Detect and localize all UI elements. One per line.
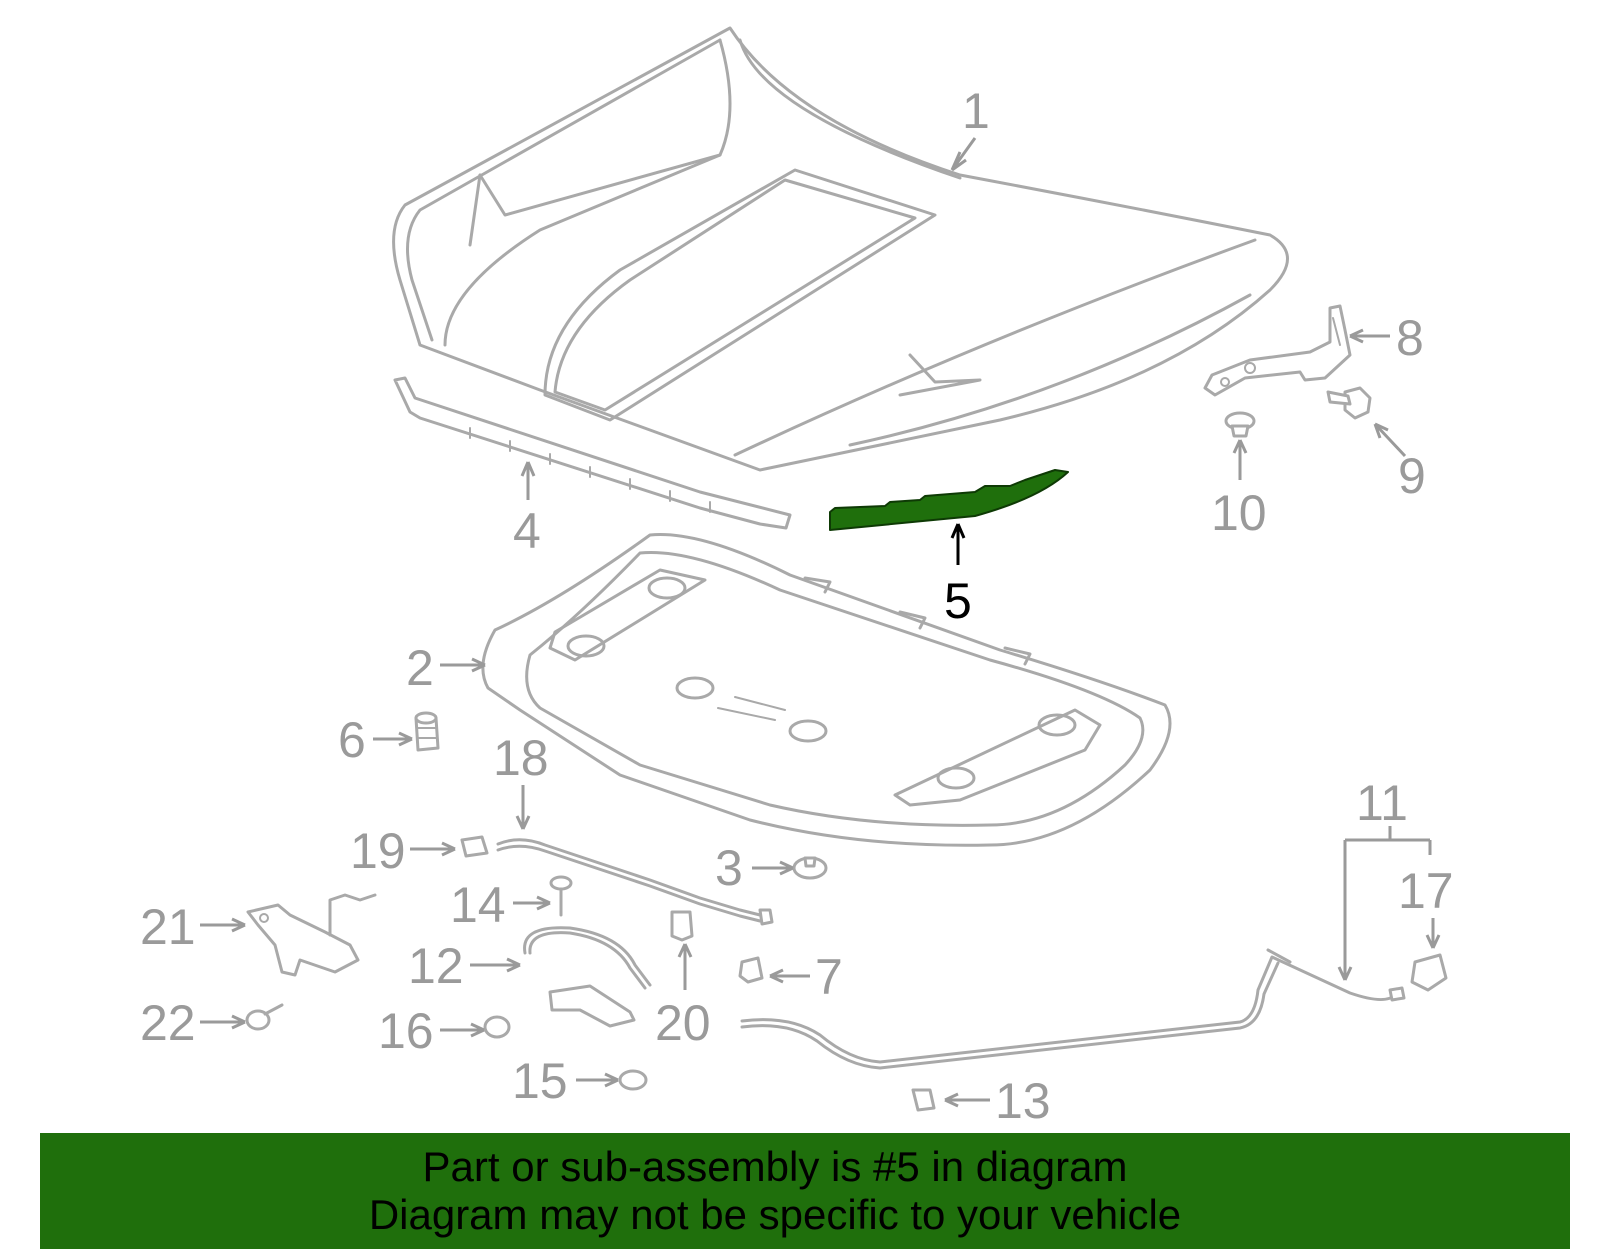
callout-10: 10 [1211, 485, 1267, 541]
banner-line-part-number: Part or sub-assembly is #5 in diagram [422, 1143, 1128, 1190]
cable-part-11[interactable] [740, 948, 1406, 1070]
callout-1: 1 [962, 83, 990, 139]
callout-3: 3 [715, 840, 743, 896]
cable-part-12[interactable] [523, 926, 652, 1028]
clip-part-13[interactable] [911, 1088, 936, 1112]
handle-part-17[interactable] [1410, 953, 1448, 992]
clip-part-10[interactable] [1224, 411, 1256, 438]
callout-8: 8 [1396, 310, 1424, 366]
callout-9: 9 [1398, 448, 1426, 504]
insulator-part-2[interactable] [481, 533, 1172, 847]
clip-part-19[interactable] [460, 835, 489, 858]
screw-part-14[interactable] [549, 875, 573, 917]
clip-part-15[interactable] [618, 1069, 648, 1091]
callout-22: 22 [140, 995, 196, 1051]
latch-part-21[interactable] [246, 893, 377, 977]
callout-15: 15 [512, 1053, 568, 1109]
callout-19: 19 [350, 823, 406, 879]
rod-part-18[interactable] [496, 838, 774, 926]
callout-11: 11 [1356, 775, 1408, 831]
callout-4: 4 [513, 503, 541, 559]
callout-18: 18 [493, 730, 549, 786]
callout-13: 13 [995, 1073, 1051, 1129]
hinge-part-8[interactable] [1203, 304, 1352, 397]
callout-16: 16 [378, 1003, 434, 1059]
stopper-part-3[interactable] [792, 856, 828, 880]
strip-part-5-highlighted[interactable] [829, 469, 1069, 531]
hood-part-1[interactable] [392, 26, 1289, 472]
leader-lines [200, 137, 1441, 1108]
callout-2: 2 [406, 640, 434, 696]
bolt-part-22[interactable] [245, 1003, 284, 1031]
callout-12: 12 [408, 938, 464, 994]
callout-14: 14 [450, 877, 506, 933]
banner-line-disclaimer: Diagram may not be specific to your vehi… [368, 1191, 1182, 1238]
bumper-part-6[interactable] [414, 711, 440, 752]
callout-7: 7 [815, 949, 843, 1005]
callout-17: 17 [1398, 863, 1454, 919]
nut-part-16[interactable] [483, 1015, 511, 1039]
callout-6: 6 [338, 712, 366, 768]
callout-5: 5 [944, 573, 972, 629]
clip-part-20[interactable] [670, 910, 694, 942]
callout-21: 21 [140, 899, 196, 955]
bumper-part-7[interactable] [738, 956, 764, 984]
callout-labels: 1 2 3 4 5 6 7 8 9 10 11 12 13 14 15 16 1… [140, 83, 1454, 1129]
seal-part-4[interactable] [393, 376, 792, 530]
info-banner: Part or sub-assembly is #5 in diagram Di… [40, 1133, 1570, 1249]
bolt-part-9[interactable] [1326, 386, 1372, 420]
callout-20: 20 [655, 995, 711, 1051]
